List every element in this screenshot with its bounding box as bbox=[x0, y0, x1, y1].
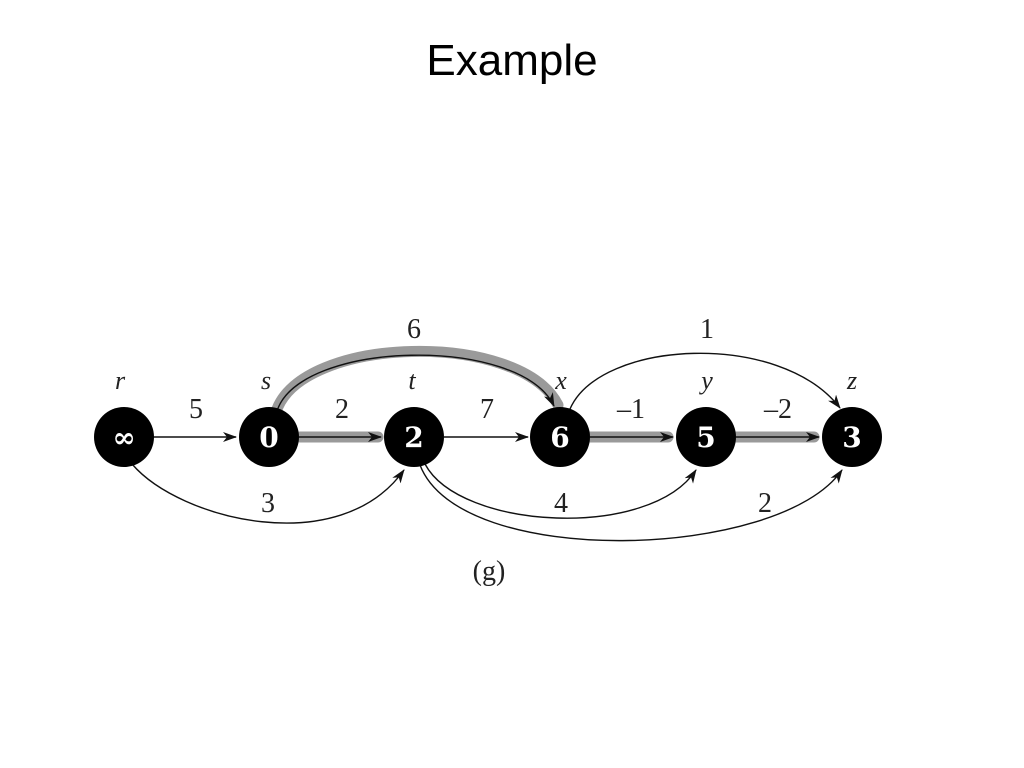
node-r-label: r bbox=[115, 366, 126, 395]
node-y: 5 y bbox=[676, 366, 736, 467]
edge-r-t bbox=[131, 463, 405, 524]
weight-t-x: 7 bbox=[480, 394, 494, 425]
weight-y-z: –2 bbox=[763, 394, 792, 425]
weight-t-y: 4 bbox=[554, 488, 568, 519]
node-x-value: 6 bbox=[550, 421, 569, 454]
node-x-label: x bbox=[554, 366, 567, 395]
node-r-value: ∞ bbox=[112, 421, 135, 454]
highlight-edge-s-x bbox=[270, 346, 564, 418]
node-s: 0 s bbox=[239, 366, 299, 467]
edge-t-z bbox=[419, 464, 843, 542]
node-s-label: s bbox=[261, 366, 271, 395]
node-x: 6 x bbox=[530, 366, 590, 467]
node-z-label: z bbox=[846, 366, 857, 395]
weight-r-t: 3 bbox=[261, 488, 275, 519]
weight-s-t: 2 bbox=[335, 394, 349, 425]
weight-r-s: 5 bbox=[189, 394, 203, 425]
node-z-value: 3 bbox=[842, 421, 861, 454]
weight-x-z: 1 bbox=[700, 314, 714, 345]
node-y-value: 5 bbox=[696, 421, 715, 454]
slide-title: Example bbox=[426, 36, 598, 85]
weight-x-y: –1 bbox=[616, 394, 645, 425]
weight-t-z: 2 bbox=[758, 488, 772, 519]
node-t-value: 2 bbox=[404, 421, 423, 454]
node-t-label: t bbox=[408, 366, 416, 395]
edge-t-y bbox=[424, 463, 697, 519]
figure-caption: (g) bbox=[473, 556, 506, 587]
node-s-value: 0 bbox=[259, 421, 278, 454]
edge-s-x bbox=[276, 354, 555, 412]
node-t: 2 t bbox=[384, 366, 444, 467]
node-y-label: y bbox=[698, 366, 713, 395]
node-r: ∞ r bbox=[94, 366, 154, 467]
edge-x-z bbox=[569, 352, 841, 410]
weight-s-x: 6 bbox=[407, 314, 421, 345]
node-z: 3 z bbox=[822, 366, 882, 467]
